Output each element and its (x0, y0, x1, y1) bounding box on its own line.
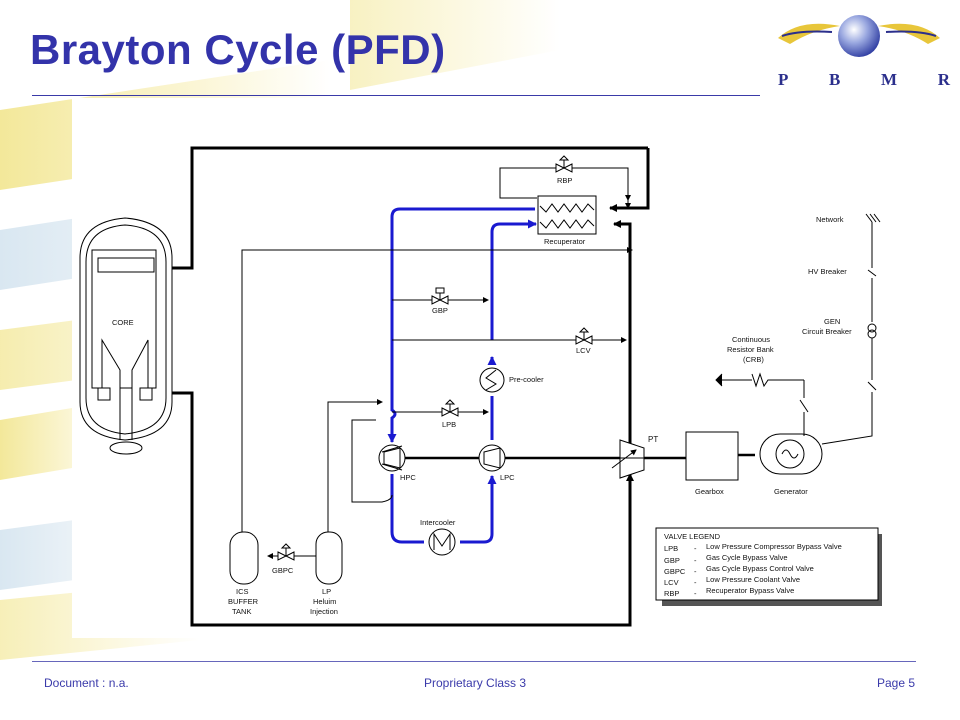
footer-classification: Proprietary Class 3 (424, 676, 527, 690)
legend-desc-gbp: Gas Cycle Bypass Valve (706, 553, 788, 562)
label-generator: Generator (774, 487, 808, 496)
hpc-compressor (378, 444, 406, 472)
precooler (479, 367, 505, 393)
title-divider (32, 95, 760, 96)
label-lcv: LCV (576, 346, 591, 355)
legend-dash-gbp: - (694, 556, 697, 565)
legend-code-rbp: RBP (664, 589, 679, 598)
legend-entries: LPB - Low Pressure Compressor Bypass Val… (664, 542, 842, 598)
label-rbp: RBP (557, 176, 572, 185)
label-crb-2: Resistor Bank (727, 345, 774, 354)
footer-divider (32, 661, 916, 662)
legend-code-lpb: LPB (664, 544, 678, 553)
label-lpc: LPC (500, 473, 515, 482)
label-gen-2: Circuit Breaker (802, 327, 852, 336)
label-core: CORE (112, 318, 134, 327)
legend-desc-lcv: Low Pressure Coolant Valve (706, 575, 800, 584)
legend-dash-lcv: - (694, 578, 697, 587)
rbp-bypass-line (499, 167, 631, 209)
slide-title: Brayton Cycle (PFD) (30, 26, 446, 73)
legend-desc-rbp: Recuperator Bypass Valve (706, 586, 794, 595)
valve-lcv (575, 327, 593, 345)
lp-helium-tank (315, 531, 343, 585)
legend-code-gbpc: GBPC (664, 567, 686, 576)
valve-rbp (555, 155, 573, 173)
label-ics-3: TANK (232, 607, 251, 616)
lpc-compressor (478, 444, 506, 472)
label-gearbox: Gearbox (695, 487, 724, 496)
intercooler (428, 528, 456, 556)
legend-desc-gbpc: Gas Cycle Bypass Control Valve (706, 564, 814, 573)
footer-document: Document : n.a. (44, 676, 129, 690)
label-lpb: LPB (442, 420, 456, 429)
pbmr-logo (778, 15, 940, 57)
label-gbp: GBP (432, 306, 448, 315)
label-lp-2: Heluim (313, 597, 336, 606)
label-recuperator: Recuperator (544, 237, 586, 246)
ics-buffer-tank (229, 531, 259, 585)
valve-gbp (431, 287, 449, 305)
legend-title: VALVE LEGEND (664, 532, 721, 541)
valve-legend-box (655, 527, 882, 606)
label-hpc: HPC (400, 473, 416, 482)
label-hv-breaker: HV Breaker (808, 267, 847, 276)
logo-letter-m: M (881, 70, 898, 89)
label-lp-1: LP (322, 587, 331, 596)
label-gbpc: GBPC (272, 566, 294, 575)
label-ics-2: BUFFER (228, 597, 259, 606)
footer-page-number: Page 5 (877, 676, 916, 690)
logo-sphere (838, 15, 880, 57)
recuperator (537, 195, 597, 235)
logo-letter-p: P (778, 70, 789, 89)
label-ics-1: ICS (236, 587, 249, 596)
legend-dash-gbpc: - (694, 567, 697, 576)
valve-gbpc (277, 543, 295, 561)
reactor-upper-box (97, 257, 155, 273)
power-turbine (611, 439, 645, 479)
legend-dash-rbp: - (694, 589, 697, 598)
gearbox (685, 431, 739, 481)
label-gen-1: GEN (824, 317, 840, 326)
reactor-vessel (79, 217, 173, 455)
label-crb-3: (CRB) (743, 355, 764, 364)
legend-desc-lpb: Low Pressure Compressor Bypass Valve (706, 542, 842, 551)
logo-letters: P B M R (778, 70, 950, 90)
legend-dash-lpb: - (694, 544, 697, 553)
valve-lpb (441, 399, 459, 417)
electrical-lines (715, 213, 881, 445)
label-intercooler: Intercooler (420, 518, 456, 527)
legend-code-lcv: LCV (664, 578, 679, 587)
label-crb-1: Continuous (732, 335, 770, 344)
label-network: Network (816, 215, 844, 224)
label-pt: PT (648, 435, 658, 444)
label-precooler: Pre-cooler (509, 375, 544, 384)
logo-letter-r: R (937, 70, 950, 89)
generator (759, 433, 823, 475)
legend-code-gbp: GBP (664, 556, 680, 565)
label-lp-3: Injection (310, 607, 338, 616)
main-loop-pipes (162, 146, 650, 627)
blue-pipes (387, 207, 537, 544)
logo-letter-b: B (829, 70, 841, 89)
